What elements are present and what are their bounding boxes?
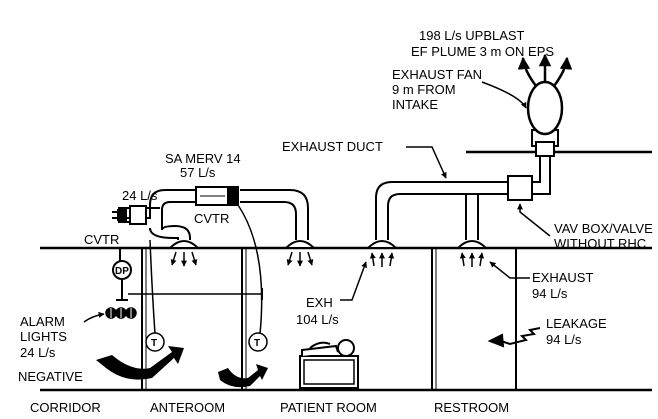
exhaust-grille-restroom — [455, 240, 489, 267]
label-exhaust-fan: EXHAUST FAN — [392, 67, 482, 82]
label-leakage: LEAKAGE — [546, 316, 607, 331]
label-exh: EXH — [306, 295, 333, 310]
room-label-corridor: CORRIDOR — [30, 400, 101, 415]
leader-lines — [340, 81, 551, 301]
label-exhaust-fan-distance: 9 m FROM — [392, 82, 456, 97]
label-sa-merv: SA MERV 14 — [165, 151, 241, 166]
leakage-arrow — [487, 327, 541, 348]
room-label-anteroom: ANTEROOM — [150, 400, 225, 415]
label-leakage-flow: 94 L/s — [546, 332, 582, 347]
supply-duct — [122, 189, 309, 240]
label-exhaust-fan-intake: INTAKE — [392, 97, 438, 112]
label-exhaust-flow: 94 L/s — [532, 286, 568, 301]
label-exhaust: EXHAUST — [532, 270, 593, 285]
cvtr-24-branch — [112, 205, 160, 225]
label-sa-flow: 57 L/s — [180, 165, 216, 180]
label-thermostat-patient: T — [254, 338, 260, 349]
label-alarm: ALARM — [20, 314, 65, 329]
label-cvtr-left: CVTR — [84, 232, 119, 247]
thermostat-anteroom — [145, 239, 165, 352]
labels: 198 L/s UPBLAST EF PLUME 3 m ON EPS EXHA… — [18, 28, 653, 415]
supply-diffuser-patient — [283, 240, 317, 267]
exhaust-grille-patient — [365, 240, 399, 267]
building-structure — [40, 150, 652, 392]
label-alarm-lights: LIGHTS — [20, 329, 67, 344]
label-thermostat-anteroom: T — [151, 338, 157, 349]
label-dp: DP — [115, 266, 129, 277]
label-cvtr-upper: CVTR — [194, 211, 229, 226]
supply-cvtr-box — [195, 186, 239, 206]
thermostat-patient — [237, 204, 268, 352]
patient-bed — [299, 339, 359, 389]
label-vav-box: VAV BOX/VALVE — [554, 221, 653, 236]
room-label-patient-room: PATIENT ROOM — [280, 400, 377, 415]
label-upblast-flow: 198 L/s UPBLAST — [419, 28, 525, 43]
label-upblast-plume: EF PLUME 3 m ON EPS — [411, 44, 554, 59]
exhaust-fan — [517, 53, 573, 157]
supply-diffuser-anteroom — [167, 240, 201, 267]
exhaust-duct — [375, 140, 551, 240]
label-exh-flow: 104 L/s — [296, 312, 339, 327]
label-vav-rhc: WITHOUT RHC — [554, 236, 646, 251]
room-label-restroom: RESTROOM — [434, 400, 509, 415]
label-alarm-flow: 24 L/s — [20, 345, 56, 360]
negative-flow-arrows — [96, 346, 268, 388]
alarm-lights — [83, 307, 137, 323]
dp-sensor — [112, 248, 132, 301]
label-negative: NEGATIVE — [18, 369, 83, 384]
label-exhaust-duct: EXHAUST DUCT — [282, 139, 383, 154]
label-flow-24: 24 L/s — [122, 188, 158, 203]
